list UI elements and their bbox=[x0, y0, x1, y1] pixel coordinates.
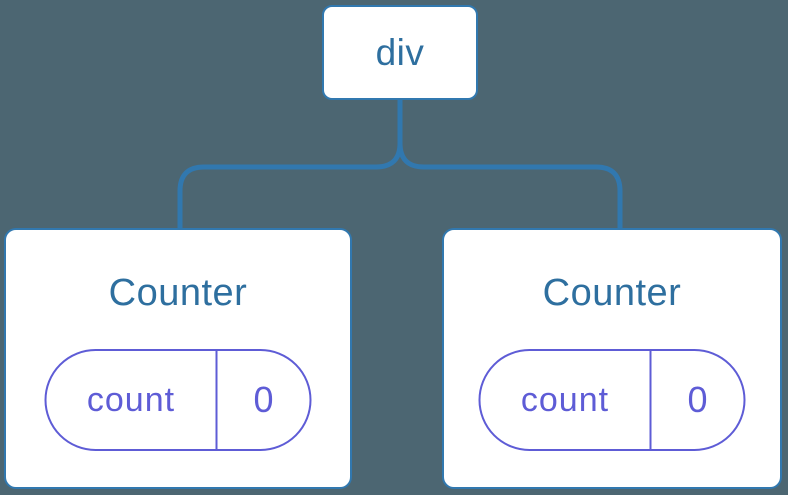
counter-card-left: Counter count 0 bbox=[4, 228, 352, 489]
state-pill: count 0 bbox=[44, 349, 312, 451]
component-title: Counter bbox=[108, 272, 248, 314]
state-value: 0 bbox=[687, 379, 708, 420]
state-key-label: count bbox=[47, 351, 218, 449]
root-node: div bbox=[322, 5, 478, 100]
counter-card-right: Counter count 0 bbox=[442, 228, 782, 489]
connector-left-branch bbox=[177, 100, 403, 229]
state-pill: count 0 bbox=[478, 349, 746, 451]
state-key-label: count bbox=[481, 351, 652, 449]
state-value: 0 bbox=[253, 379, 274, 420]
connector-right-branch bbox=[397, 100, 623, 229]
root-node-label: div bbox=[375, 31, 425, 73]
component-title: Counter bbox=[542, 272, 682, 314]
